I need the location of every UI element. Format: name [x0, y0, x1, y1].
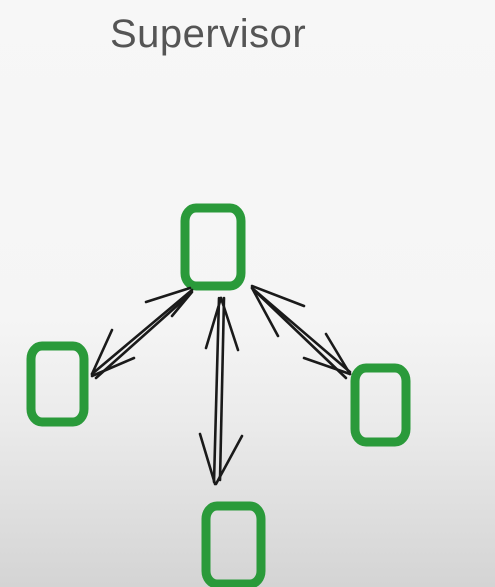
- node-supervisor: [180, 203, 246, 291]
- edge-supervisor-to-left: [90, 286, 194, 380]
- edge-supervisor-to-bottom: [198, 296, 244, 486]
- node-worker-bottom: [201, 501, 266, 587]
- edge-supervisor-to-right: [250, 284, 352, 380]
- node-worker-left: [26, 341, 89, 427]
- diagram-title: Supervisor: [110, 12, 307, 56]
- node-worker-right: [350, 363, 411, 447]
